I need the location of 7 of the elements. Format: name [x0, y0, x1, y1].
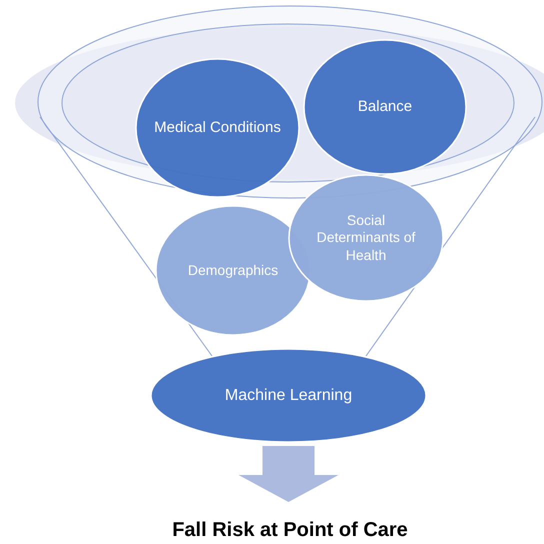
ellipse-node: Medical Conditions: [135, 58, 300, 198]
ellipse-node: Machine Learning: [150, 348, 427, 443]
ellipse-node: Demographics: [155, 205, 311, 336]
ellipse-node: Social Determinants of Health: [288, 174, 444, 302]
result-text: Fall Risk at Point of Care: [120, 516, 460, 544]
block-arrow: [238, 446, 338, 502]
ellipse-node: Balance: [303, 39, 467, 175]
